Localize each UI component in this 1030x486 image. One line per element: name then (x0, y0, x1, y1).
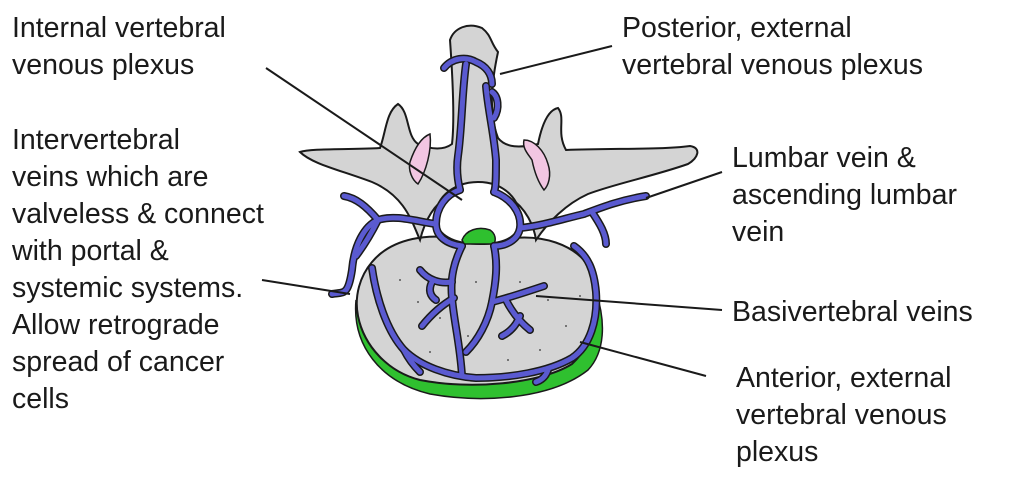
label-posterior-external: Posterior, external vertebral venous ple… (622, 10, 923, 84)
leader-anterior (580, 342, 706, 376)
label-intervertebral-veins: Intervertebral veins which are valveless… (12, 122, 264, 418)
label-lumbar-vein: Lumbar vein & ascending lumbar vein (732, 140, 957, 251)
label-basivertebral-veins: Basivertebral veins (732, 294, 973, 331)
leader-lumbar (646, 172, 722, 198)
leader-posterior (500, 46, 612, 74)
label-anterior-external: Anterior, external vertebral venous plex… (736, 360, 951, 471)
leader-internal (266, 68, 462, 200)
leader-intervertebral (262, 280, 350, 294)
label-internal-vertebral: Internal vertebral venous plexus (12, 10, 226, 84)
